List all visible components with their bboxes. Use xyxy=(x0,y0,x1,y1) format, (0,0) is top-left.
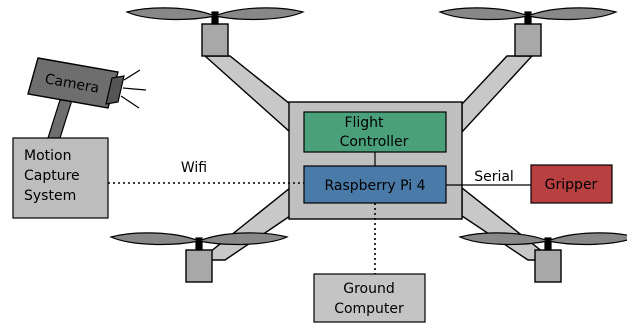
raspberry-pi-label: Raspberry Pi 4 xyxy=(324,178,425,194)
motion-capture-label-line2: Capture xyxy=(24,168,80,184)
gripper-box xyxy=(530,164,613,204)
flight-controller-box xyxy=(303,111,447,153)
motion-capture-box xyxy=(12,137,109,219)
ground-computer-label-line2: Computer xyxy=(334,301,404,317)
drone-propellers xyxy=(109,7,627,251)
serial-link-label: Serial xyxy=(474,169,514,185)
arm-top-left xyxy=(203,55,291,134)
motor-top-left xyxy=(201,23,229,57)
motor-top-right xyxy=(514,23,542,57)
ground-computer-label-line1: Ground xyxy=(343,281,395,297)
propeller-icon xyxy=(125,7,305,25)
flight-controller-label-line2: Controller xyxy=(340,134,409,150)
propeller-icon xyxy=(458,232,627,251)
ground-computer-box xyxy=(313,273,426,323)
wifi-link-label: Wifi xyxy=(181,160,207,176)
drone-motors xyxy=(185,23,562,283)
propeller-icon xyxy=(438,7,618,25)
propeller-icon xyxy=(109,232,289,251)
arm-top-right xyxy=(461,55,534,134)
flight-controller-label-line1: Flight xyxy=(344,115,384,131)
arm-bottom-left xyxy=(198,186,291,261)
gripper-label: Gripper xyxy=(545,177,598,193)
motor-bottom-left xyxy=(185,249,213,283)
motor-bottom-right xyxy=(534,249,562,283)
motion-capture-label-line1: Motion xyxy=(24,148,71,164)
motion-capture-label-line3: System xyxy=(24,188,76,204)
camera-icon xyxy=(27,57,147,139)
raspberry-pi-box xyxy=(303,165,447,204)
